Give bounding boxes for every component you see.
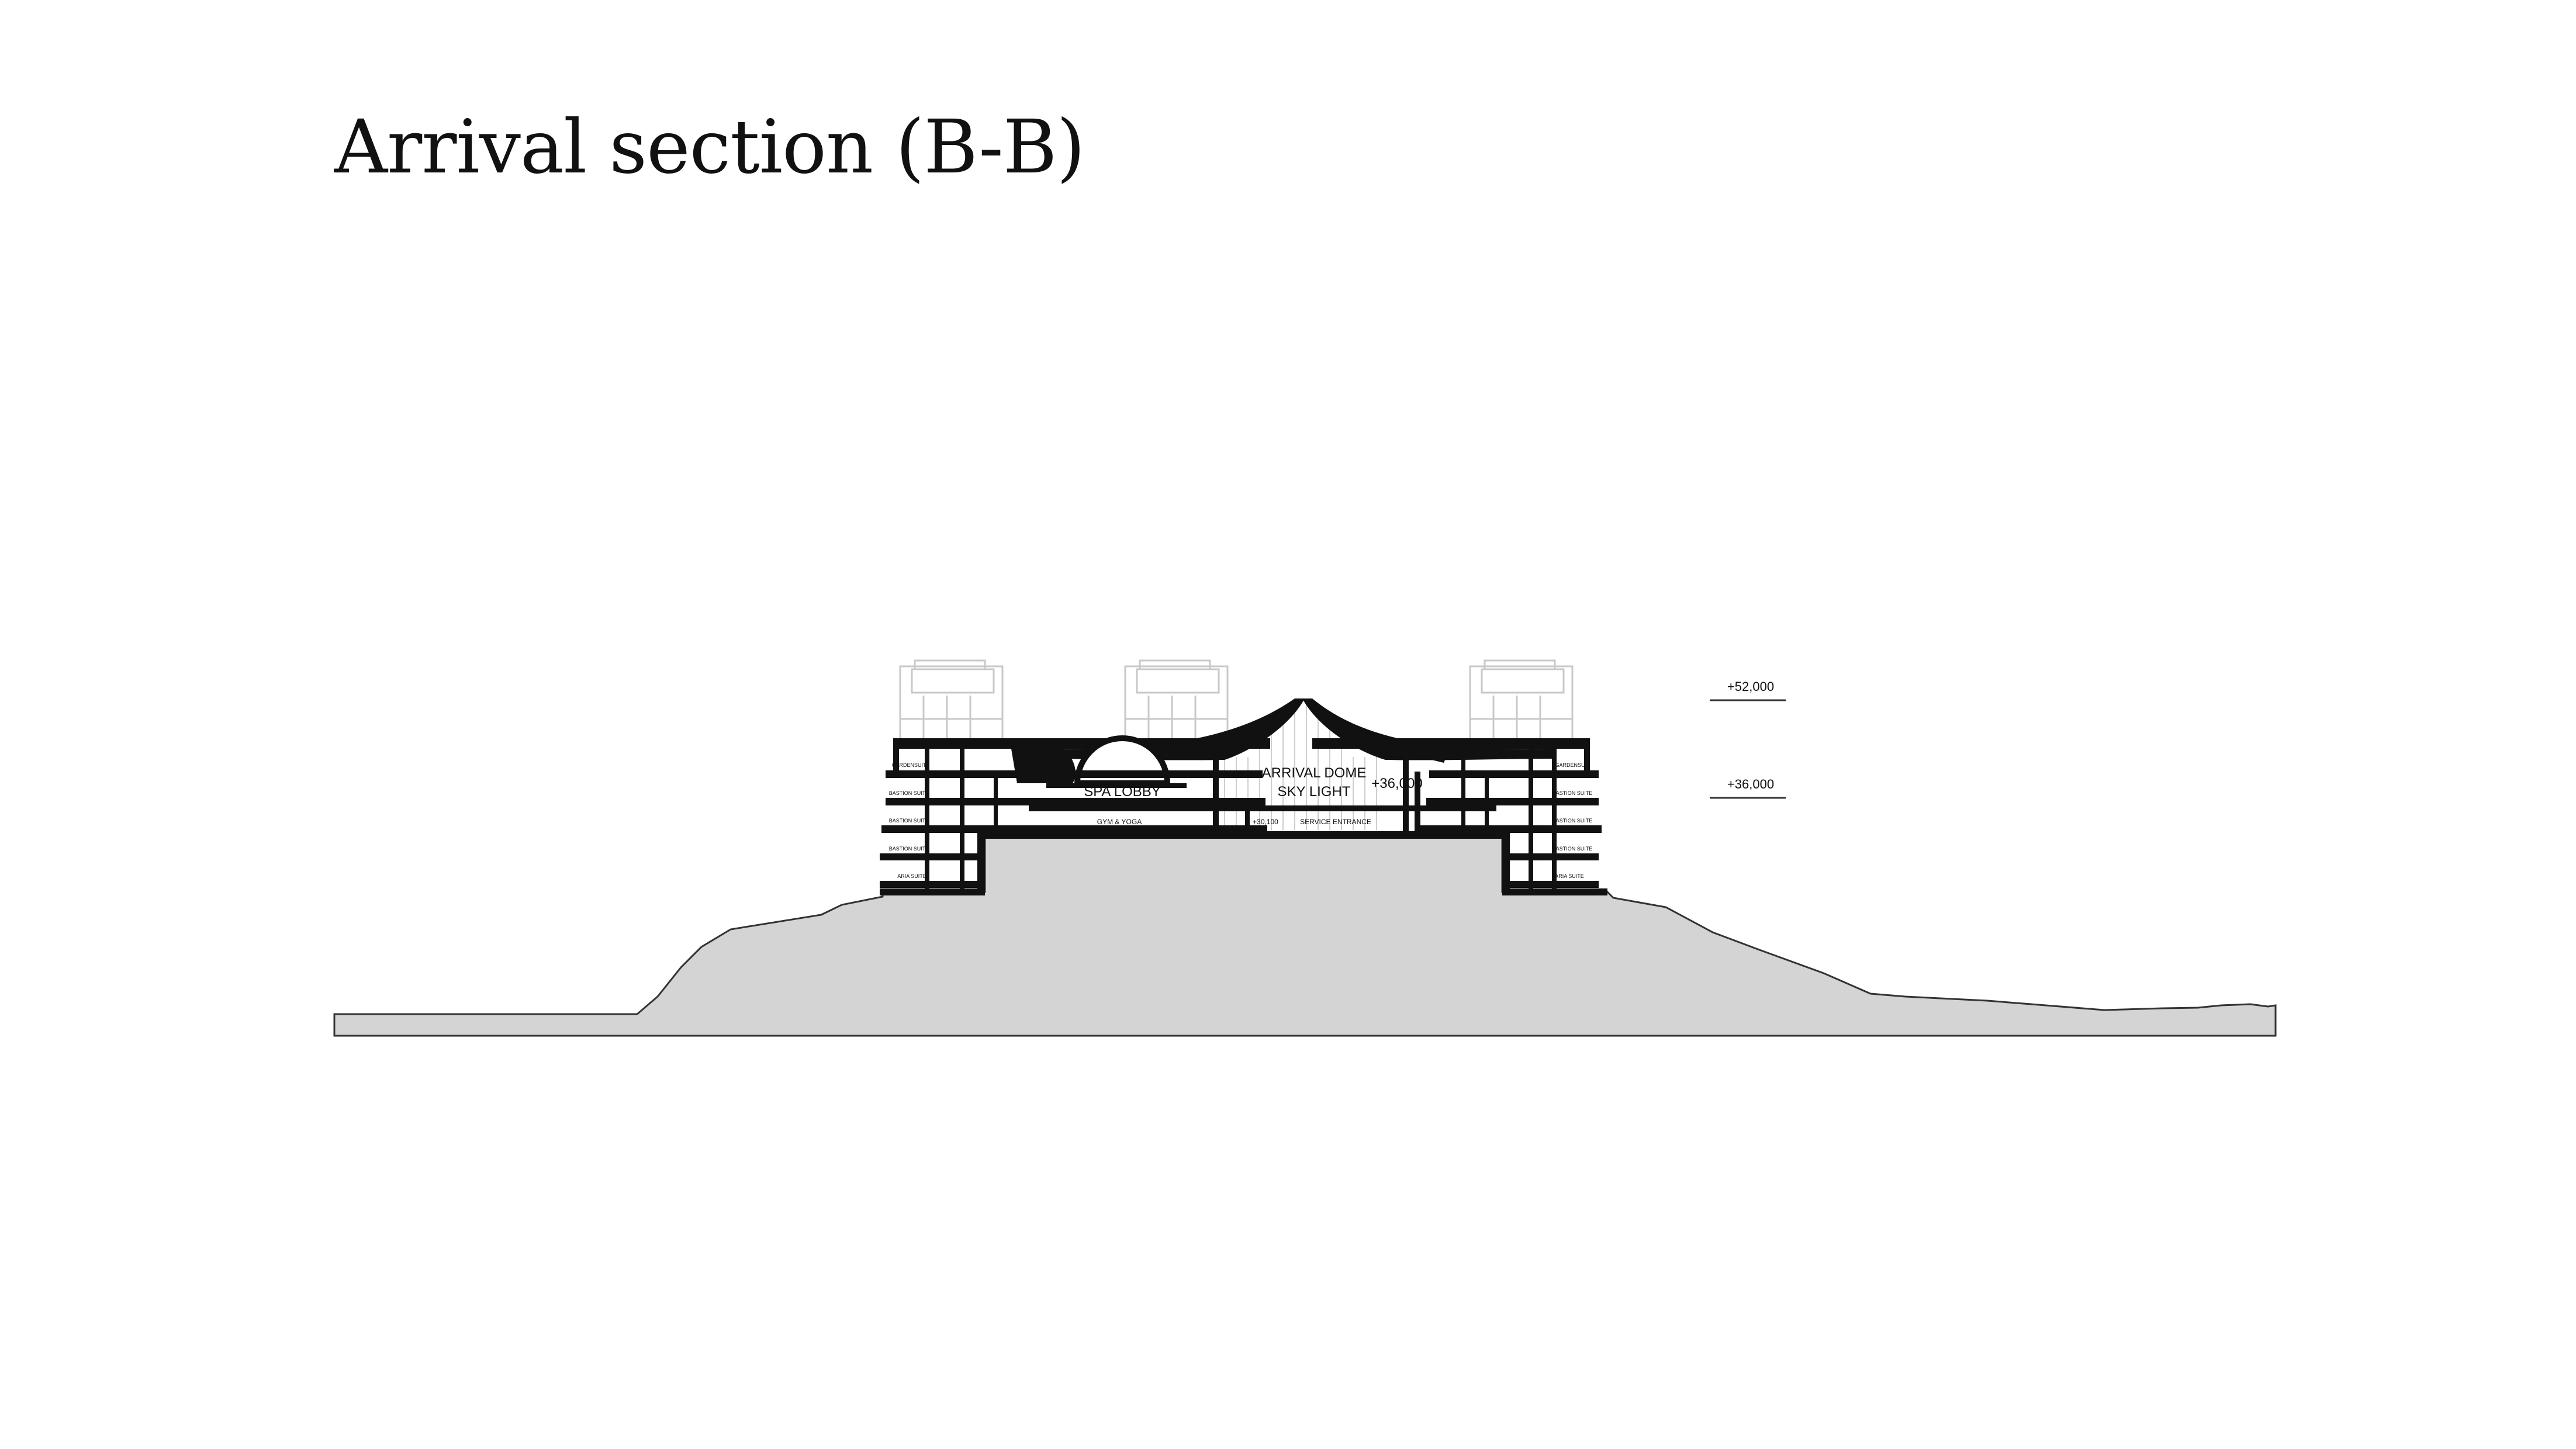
center-core <box>985 754 1502 839</box>
arrival-dome-label-2: SKY LIGHT <box>1278 784 1351 800</box>
right-wing-label: ARIA SUITE <box>1555 873 1584 879</box>
main-structure <box>893 698 1590 783</box>
service-entrance-label: SERVICE ENTRANCE <box>1300 818 1371 826</box>
dome-level-label: +36,000 <box>1371 776 1422 791</box>
level-marker-52000: +52,000 <box>1710 679 1786 701</box>
gym-yoga-label: GYM & YOGA <box>1097 818 1142 826</box>
spa-lobby-label: SPA LOBBY <box>1084 784 1161 800</box>
left-wing-label: ARIA SUITE <box>897 873 926 879</box>
left-wing-label: BASTION SUITE <box>889 846 929 852</box>
right-wing-label: BASTION SUITE <box>1552 790 1593 796</box>
left-wing-label: BASTION SUITE <box>889 818 929 824</box>
terrain <box>333 836 2277 1037</box>
svg-text:+36,000: +36,000 <box>1727 777 1774 791</box>
left-wing-label: BASTION SUITE <box>889 790 929 796</box>
left-wing-label: GARDENSUIT <box>891 762 926 768</box>
right-wing-label: GARDENSUIT <box>1555 762 1590 768</box>
rooftop-pavilion-left <box>899 659 1004 746</box>
rooftop-pavilion-right <box>1469 659 1574 743</box>
service-level-label: +30,100 <box>1253 818 1278 826</box>
right-wing <box>1420 738 1607 895</box>
arrival-dome-label-1: ARRIVAL DOME <box>1262 765 1367 781</box>
svg-text:+52,000: +52,000 <box>1727 679 1774 694</box>
right-wing-label: BASTION SUITE <box>1552 818 1593 824</box>
right-wing-label: BASTION SUITE <box>1552 846 1593 852</box>
page-title: Arrival section (B-B) <box>334 104 1085 190</box>
left-wing <box>880 738 1267 895</box>
level-marker-36000: +36,000 <box>1710 777 1786 799</box>
rooftop-pavilion-center <box>1124 659 1229 743</box>
